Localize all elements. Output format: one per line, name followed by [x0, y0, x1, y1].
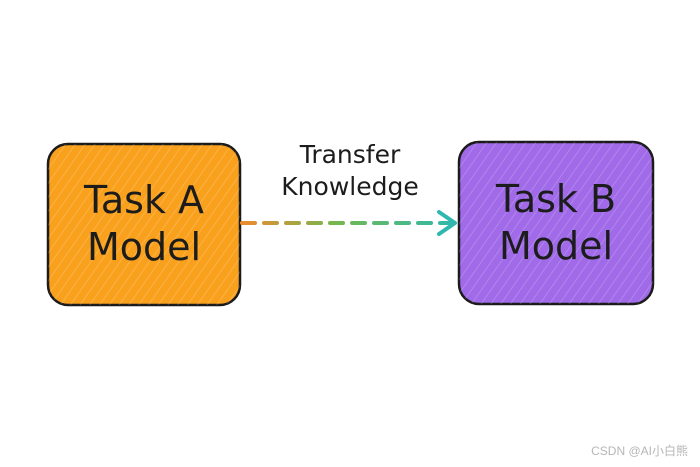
task-a-model-box: Task A Model — [46, 142, 242, 307]
task-a-label: Task A — [83, 178, 204, 222]
task-b-label: Task B — [495, 177, 616, 221]
transfer-label: Transfer — [299, 140, 401, 169]
task-b-model-box: Task B Model — [457, 140, 655, 306]
transfer-arrowhead — [437, 210, 457, 236]
task-a-model-label: Model — [87, 225, 201, 269]
knowledge-label: Knowledge — [281, 172, 418, 201]
task-b-model-label: Model — [499, 224, 613, 268]
transfer-arrow — [240, 210, 457, 236]
watermark: CSDN @AI小白熊 — [591, 444, 688, 458]
